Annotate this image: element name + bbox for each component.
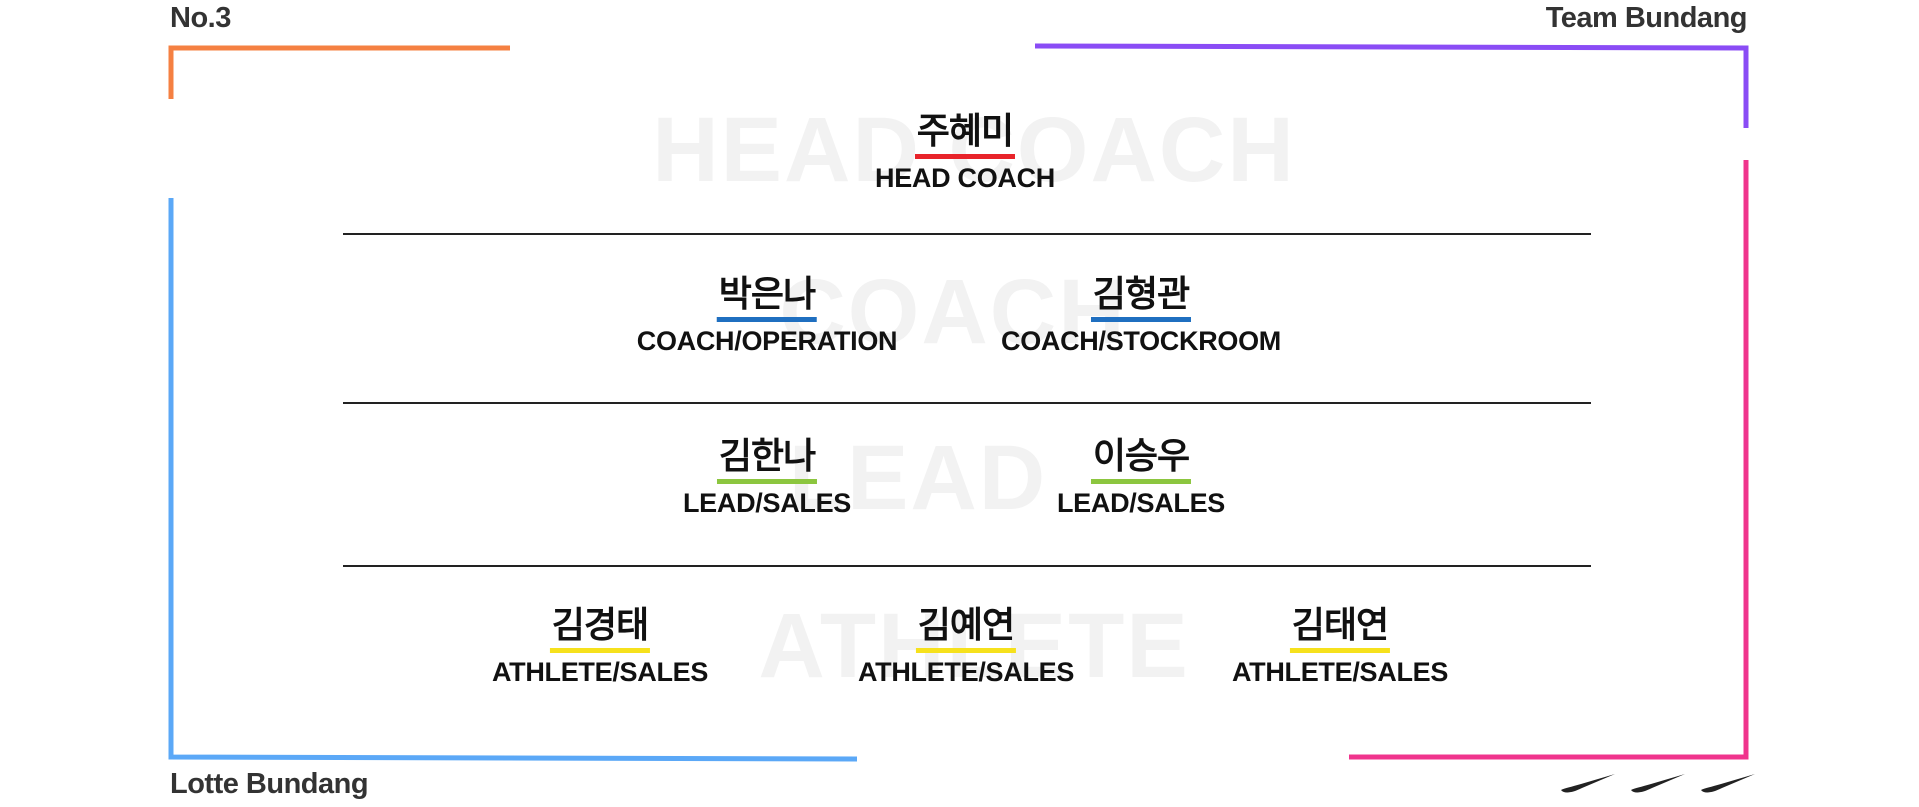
person-role: LEAD/SALES — [1056, 488, 1226, 518]
person-name: 김형관 — [1090, 273, 1192, 322]
person-role: COACH/STOCKROOM — [1000, 326, 1282, 356]
divider-1 — [343, 233, 1591, 235]
person-name: 박은나 — [716, 273, 818, 322]
coach-card-operation: 박은나 COACH/OPERATION — [637, 273, 898, 357]
frame-right-bottom-segment — [1349, 160, 1749, 760]
person-role: LEAD/SALES — [682, 488, 852, 518]
lead-card-1: 김한나 LEAD/SALES — [683, 435, 851, 519]
person-name: 이승우 — [1090, 435, 1192, 484]
header-right-label: Team Bundang — [1545, 2, 1748, 34]
frame-left-segment — [168, 198, 858, 762]
watermark-athlete: ATHLETE — [758, 595, 1190, 697]
swoosh-icon — [1561, 774, 1615, 793]
head-coach-card: 주혜미 HEAD COACH — [875, 110, 1055, 194]
watermark-lead: LEAD — [788, 427, 1048, 529]
athlete-card-3: 김태연 ATHLETE/SALES — [1232, 604, 1448, 688]
person-name: 김경태 — [549, 604, 651, 653]
swoosh-logos — [1560, 772, 1756, 794]
person-role: ATHLETE/SALES — [491, 657, 709, 687]
person-name: 주혜미 — [914, 110, 1016, 159]
athlete-card-2: 김예연 ATHLETE/SALES — [858, 604, 1074, 688]
person-name: 김태연 — [1289, 604, 1391, 653]
coach-card-stockroom: 김형관 COACH/STOCKROOM — [1001, 273, 1281, 357]
watermark-head-coach: HEAD COACH — [652, 99, 1296, 201]
frame-top-right-segment — [1034, 43, 1749, 128]
divider-3 — [343, 565, 1591, 567]
watermark-coach: COACH — [779, 261, 1127, 363]
athlete-card-1: 김경태 ATHLETE/SALES — [492, 604, 708, 688]
lead-card-2: 이승우 LEAD/SALES — [1057, 435, 1225, 519]
frame-top-left-segment — [168, 45, 510, 99]
person-role: HEAD COACH — [874, 163, 1056, 193]
footer-left-label: Lotte Bundang — [170, 768, 369, 800]
person-role: ATHLETE/SALES — [1231, 657, 1449, 687]
swoosh-icon — [1701, 774, 1755, 793]
person-role: ATHLETE/SALES — [857, 657, 1075, 687]
person-name: 김예연 — [915, 604, 1017, 653]
person-role: COACH/OPERATION — [636, 326, 898, 356]
divider-2 — [343, 402, 1591, 404]
swoosh-icon — [1631, 774, 1685, 793]
header-left-label: No.3 — [170, 2, 231, 34]
person-name: 김한나 — [716, 435, 818, 484]
